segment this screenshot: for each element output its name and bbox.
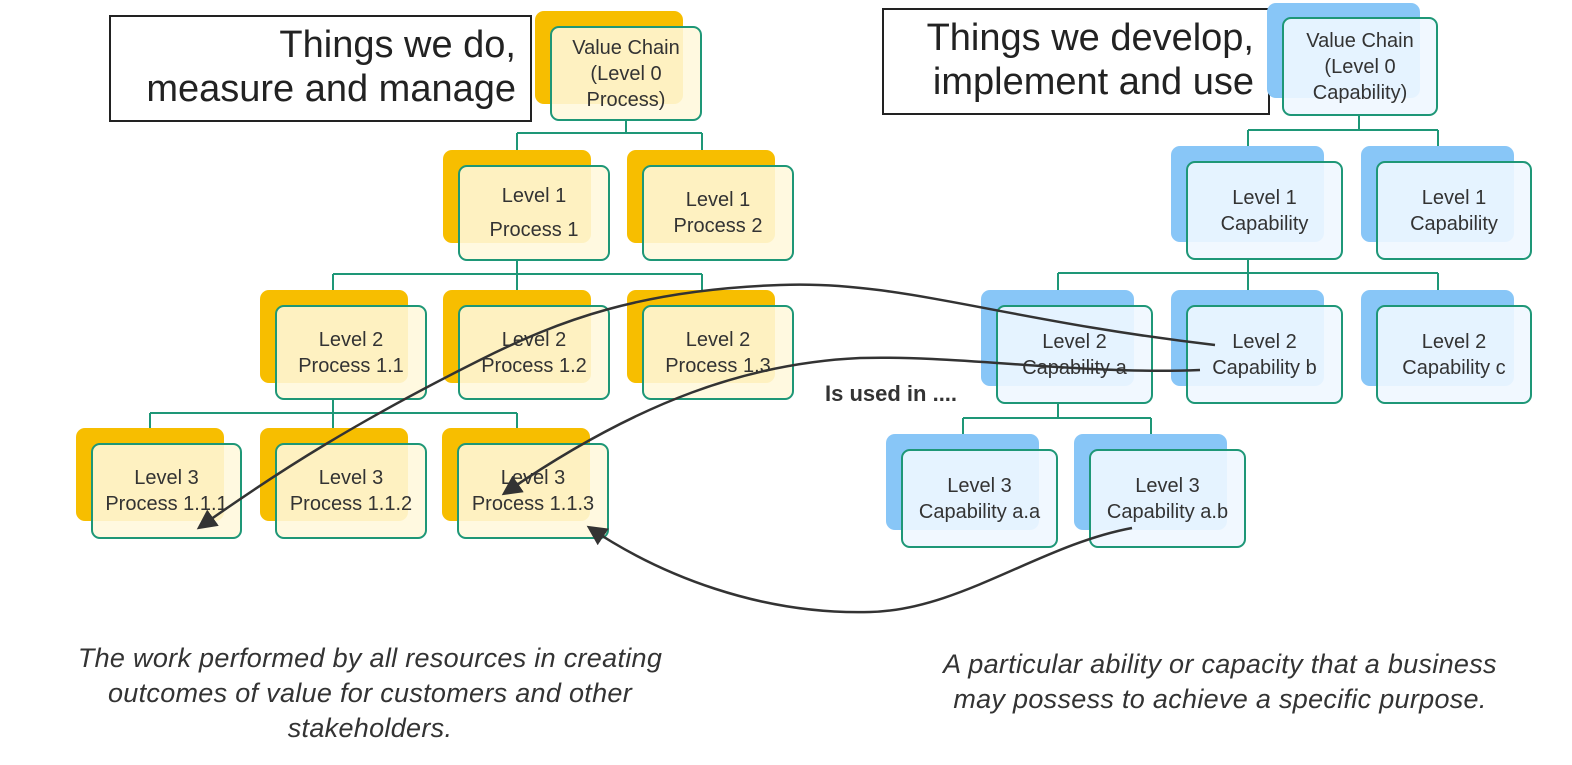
caption-line: The work performed by all resources in c… [77,643,663,673]
node-label-line: Level 2 [501,328,567,351]
node-label-line: Capability [1220,212,1309,235]
node-label-line: Level 1 [501,185,567,207]
process-definition-caption: The work performed by all resources in c… [50,641,690,746]
node-label-line: Value Chain [572,36,680,59]
node-label-line: Process 1.1.3 [471,493,595,515]
process-level1-node-2: Level 1 Process 2 [642,165,794,261]
capability-value-chain-node: Value Chain (Level 0 Capability) [1282,17,1438,116]
node-label-line: Process 1.2 [481,354,587,377]
process-title-line-2: measure and manage [146,68,516,110]
node-label-line: Level 2 [1232,330,1297,353]
node-label-line: Level 3 [134,467,199,489]
node-label-line: Capability c [1402,356,1506,379]
node-label-line: Level 3 [947,474,1012,497]
relation-label: Is used in .... [825,381,958,406]
process-value-chain-node: Value Chain (Level 0 Process) [550,26,702,121]
node-label-line: Capability a.a [918,500,1041,523]
node-label-line: Capability [1410,212,1498,235]
node-label-line: Process 2 [673,215,763,237]
node-label-line: Level 1 [1421,186,1487,209]
node-label-line: Capability a.b [1106,500,1229,523]
node-label-line: Level 3 [318,467,384,489]
process-title-line-1: Things we do, [279,24,516,66]
process-level2-node-1: Level 2 Process 1.1 [275,305,427,400]
node-label-line: Level 2 [318,328,384,351]
node-label-line: Process 1.3 [665,354,771,377]
caption-line: outcomes of value for customers and othe… [107,678,633,708]
caption-line: stakeholders. [287,713,453,743]
process-level3-node-3: Level 3 Process 1.1.3 [457,443,609,539]
capability-level2-node-b: Level 2 Capability b [1186,305,1343,404]
node-label-line: Level 1 [685,189,751,211]
node-label-line: Capability b [1212,356,1317,379]
arrow-capability-b-to-process-1-1-1 [196,283,1216,530]
node-label-line: Capability) [1312,81,1408,104]
capability-level2-node-a: Level 2 Capability a [996,305,1153,404]
node-label-line: Level 2 [685,328,751,351]
capability-level1-node-2: Level 1 Capability [1376,161,1532,260]
capability-side-title: Things we develop, implement and use [882,8,1270,115]
capability-level2-node-c: Level 2 Capability c [1376,305,1532,404]
arrow-capability-ab-to-process-1-1-3 [586,525,1133,614]
node-label-line: Level 1 [1232,186,1297,209]
arrow-capability-b-to-process-1-1-3 [501,356,1201,496]
node-label-line: (Level 0 [590,62,662,85]
node-label-line: Level 2 [1421,330,1487,353]
node-label-line: Process 1.1.2 [289,493,413,515]
node-label-line: Process 1.1.1 [105,493,228,515]
node-label-line: Process) [586,88,666,111]
node-label-line: Value Chain [1306,29,1414,52]
process-side-title: Things we do, measure and manage [109,15,532,122]
capability-level3-node-ab: Level 3 Capability a.b [1089,449,1246,548]
process-level3-node-2: Level 3 Process 1.1.2 [275,443,427,539]
node-label-line: Level 3 [1135,474,1200,497]
capability-definition-caption: A particular ability or capacity that a … [900,647,1540,717]
node-label-line: (Level 0 [1324,55,1396,78]
node-label-line: Level 2 [1042,330,1107,353]
caption-line: A particular ability or capacity that a … [943,649,1497,679]
capability-level1-node-1: Level 1 Capability [1186,161,1343,260]
caption-line: may possess to achieve a specific purpos… [953,684,1487,714]
capability-title-line-2: implement and use [932,61,1254,103]
process-level2-node-2: Level 2 Process 1.2 [458,305,610,400]
capability-level3-node-aa: Level 3 Capability a.a [901,449,1058,548]
node-label-line: Process 1 [489,219,579,241]
node-label-line: Process 1.1 [298,354,404,377]
capability-title-line-1: Things we develop, [926,17,1254,59]
process-level1-node-1: Level 1 Process 1 [458,165,610,261]
